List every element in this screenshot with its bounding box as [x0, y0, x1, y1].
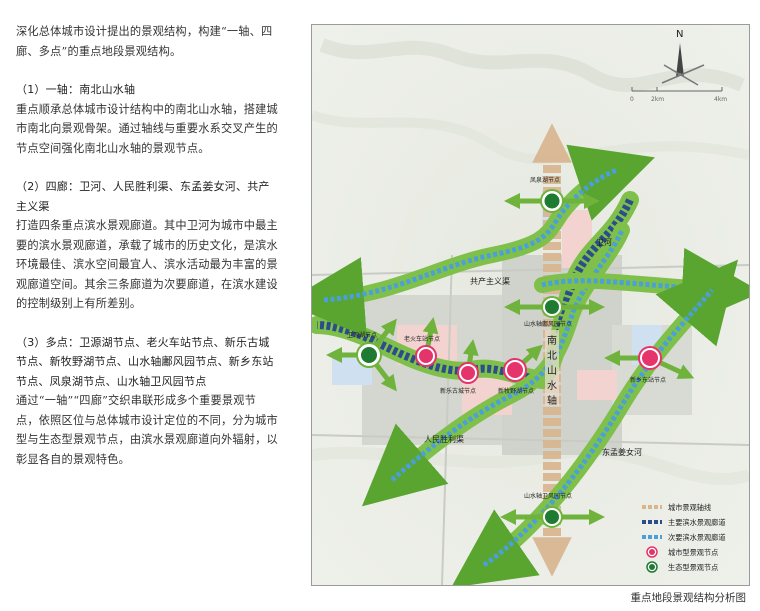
- label-weifeng: 山水轴卫风园节点: [524, 492, 572, 500]
- axis-char-5: 轴: [547, 394, 557, 407]
- section-3-heading: （3）多点：卫源湖节点、老火车站节点、新乐古城节点、新牧野湖节点、山水轴鄘风园节…: [16, 335, 274, 388]
- intro-paragraph: 深化总体城市设计提出的景观结构，构建“一轴、四廊、多点”的重点地段景观结构。: [16, 25, 273, 58]
- label-weihe: 卫河: [596, 237, 612, 247]
- label-xinle: 新乐古城节点: [440, 387, 476, 395]
- axis-char-2: 北: [547, 350, 557, 362]
- legend-urban-node-label: 城市型景观节点: [668, 548, 718, 557]
- section-3-body: 通过“一轴”“四廊”交织串联形成多个重要景观节点，依照区位与总体城市设计定位的不…: [16, 394, 278, 466]
- legend-eco-node: 生态型景观节点: [646, 561, 718, 573]
- north-label: N: [676, 29, 683, 40]
- scale-bar: 0 2km 4km: [630, 87, 727, 103]
- section-1-body: 重点顺承总体城市设计结构中的南北山水轴，搭建城市南北向景观骨架。通过轴线与重要水…: [16, 102, 278, 155]
- axis-label: 南 北 山 水 轴: [545, 330, 559, 407]
- legend-axis: 城市景观轴线: [642, 503, 711, 512]
- node-weiyuan: 卫源湖节点: [347, 331, 382, 368]
- legend-main-corridor-label: 主要滨水景观廊道: [668, 518, 726, 527]
- node-xinle: 新乐古城节点: [440, 362, 479, 395]
- section-2-heading: （2）四廊：卫河、人民胜利渠、东孟姜女河、共产主义渠: [16, 180, 270, 213]
- legend-urban-node: 城市型景观节点: [646, 546, 718, 558]
- scale-label-0: 0: [630, 96, 634, 103]
- map-svg: N 0 2km 4km: [312, 25, 749, 585]
- label-xinmuye: 新牧野湖节点: [498, 387, 534, 395]
- description-text: 深化总体城市设计提出的景观结构，构建“一轴、四廊、多点”的重点地段景观结构。 （…: [16, 22, 278, 469]
- map-caption: 重点地段景观结构分析图: [630, 592, 747, 604]
- legend-eco-node-label: 生态型景观节点: [668, 563, 718, 572]
- node-laohuoche: 老火车站节点: [404, 335, 440, 367]
- label-weiyuan: 卫源湖节点: [347, 331, 377, 339]
- axis-char-4: 水: [547, 380, 557, 392]
- label-gongchan: 共产主义渠: [470, 276, 510, 286]
- corridor-gongchan: [312, 144, 655, 337]
- label-dongmeng: 东孟姜女河: [602, 447, 642, 457]
- landscape-structure-map: N 0 2km 4km: [311, 24, 750, 586]
- node-yongfeng: 山水轴鄘风园节点: [524, 296, 572, 328]
- section-2-body: 打造四条重点滨水景观廊道。其中卫河为城市中最主要的滨水景观廊道，承载了城市的历史…: [16, 219, 278, 310]
- label-yongfeng: 山水轴鄘风园节点: [524, 320, 572, 328]
- axis-char-3: 山: [547, 365, 557, 377]
- axis-char-1: 南: [547, 334, 557, 347]
- scale-label-2km: 2km: [651, 96, 664, 103]
- legend-minor-corridor: 次要滨水景观廊道: [642, 533, 726, 542]
- label-xinxiang-east: 新乡东站节点: [630, 376, 666, 384]
- label-laohuoche: 老火车站节点: [404, 335, 440, 343]
- label-fengquan: 凤泉湖节点: [530, 176, 560, 184]
- node-xinmuye: 新牧野湖节点: [498, 358, 534, 395]
- corridor-dongmeng: [451, 259, 739, 585]
- legend-minor-corridor-label: 次要滨水景观廊道: [668, 533, 726, 542]
- scale-label-4km: 4km: [714, 96, 727, 103]
- node-xinxiang-east: 新乡东站节点: [630, 346, 666, 384]
- node-weifeng: 山水轴卫风园节点: [524, 492, 572, 528]
- legend-axis-label: 城市景观轴线: [668, 503, 711, 512]
- section-1-heading: （1）一轴：南北山水轴: [16, 83, 136, 96]
- node-fengquan: 凤泉湖节点: [530, 176, 564, 213]
- legend: 城市景观轴线 主要滨水景观廊道 次要滨水景观廊道 城市型景观节点 生态型景观节点: [642, 503, 726, 573]
- legend-main-corridor: 主要滨水景观廊道: [642, 518, 726, 527]
- north-arrow: N: [661, 29, 705, 86]
- label-renmin: 人民胜利渠: [424, 434, 464, 444]
